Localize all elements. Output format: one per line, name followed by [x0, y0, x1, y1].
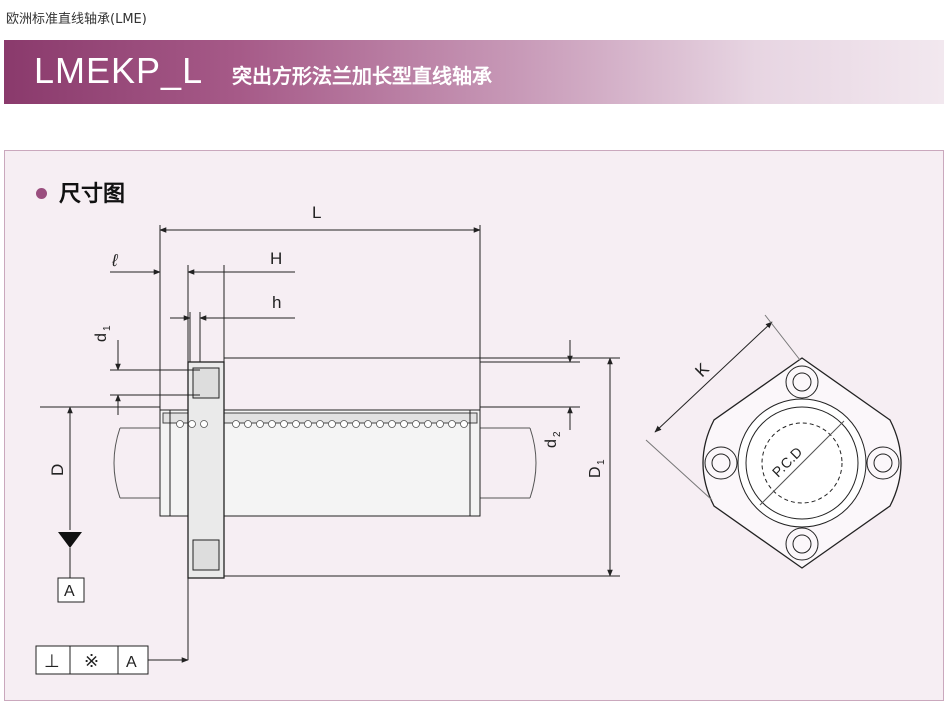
bullet-dot-icon: [36, 187, 47, 199]
dim-label-d1: d: [93, 333, 110, 342]
breadcrumb: 欧洲标准直线轴承(LME): [6, 12, 147, 27]
datum-triangle-icon: [58, 532, 82, 548]
dim-label-D1: D: [587, 466, 604, 478]
dim-label-d2: d: [543, 439, 560, 448]
section-heading: 尺寸图: [36, 176, 125, 208]
dim-label-d1-sub: 1: [102, 325, 113, 331]
model-title: LMEKP_L: [34, 50, 204, 91]
dim-label-h: h: [272, 293, 281, 312]
front-view: [645, 314, 902, 569]
dim-label-K: K: [691, 359, 713, 381]
tolerance-frame: [35, 645, 149, 675]
dim-label-H: H: [270, 249, 282, 268]
dim-label-L: L: [312, 203, 321, 222]
datum-label: A: [64, 583, 75, 600]
dim-label-D: D: [48, 464, 67, 476]
datum-box: [57, 577, 85, 603]
side-view: [40, 225, 620, 663]
perpendicularity-symbol-icon: ⊥: [44, 651, 60, 671]
ball-row: [176, 420, 468, 428]
dim-label-D1-sub: 1: [596, 459, 607, 465]
title-banner: LMEKP_L 突出方形法兰加长型直线轴承: [4, 40, 944, 104]
dim-label-d2-sub: 2: [552, 431, 563, 437]
section-title: 尺寸图: [59, 182, 126, 207]
tolerance-value: ※: [84, 651, 99, 671]
tolerance-datum: A: [126, 654, 137, 671]
model-description: 突出方形法兰加长型直线轴承: [232, 64, 492, 88]
dim-label-l: ℓ: [111, 251, 118, 270]
